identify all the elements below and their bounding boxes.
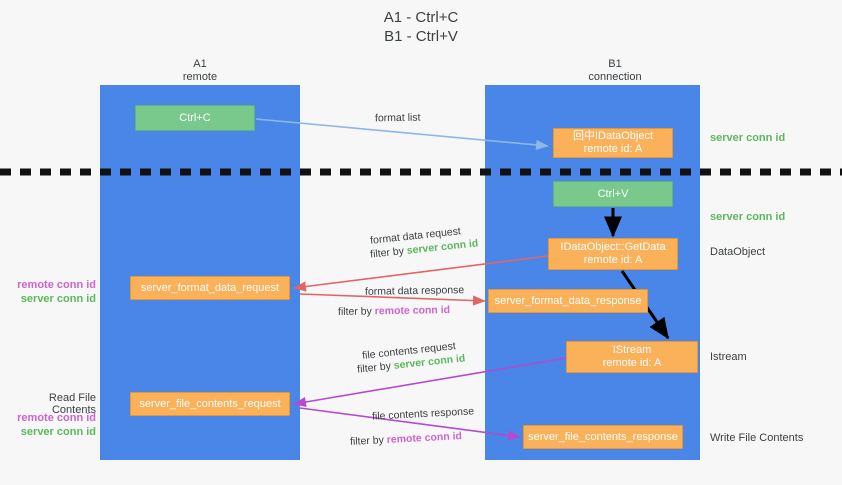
left-label-read-file-contents: Read File Contents	[48, 392, 96, 416]
box-server-format-data-response[interactable]: server_format_data_response	[488, 289, 648, 313]
box-server-format-data-request[interactable]: server_format_data_request	[130, 276, 290, 300]
left-label-remote-conn-id-2: remote conn id	[17, 412, 96, 424]
caption-format-data-response: format data response	[364, 284, 465, 298]
left-label-server-conn-id-1: server conn id	[20, 293, 96, 305]
right-label-server-conn-id-mid: server conn id	[710, 211, 786, 223]
box-server-file-contents-response[interactable]: server_file_contents_response	[523, 425, 683, 449]
box-server-file-contents-request-label: server_file_contents_request	[139, 397, 281, 410]
left-label-server-conn-id-2: server conn id	[20, 426, 96, 438]
box-ctrl-c[interactable]: Ctrl+C	[135, 105, 255, 131]
column-header-a1-subtitle: remote	[182, 71, 218, 83]
page-title: A1 - Ctrl+C B1 - Ctrl+V	[0, 8, 842, 46]
title-line-1: A1 - Ctrl+C	[383, 9, 459, 26]
caption-format-data-response-filter: filter by remote conn id	[338, 304, 450, 319]
caption-filter-by-text-2: filter by	[337, 305, 375, 318]
box-idataobject-getdata[interactable]: IDataObject::GetData remote id: A	[548, 238, 678, 270]
column-header-b1-title: B1	[608, 58, 622, 70]
box-getdata-label: IDataObject::GetData	[560, 241, 666, 253]
column-header-a1-title: A1	[193, 58, 207, 70]
right-label-server-conn-id-top: server conn id	[710, 132, 786, 144]
box-server-file-contents-response-label: server_file_contents_response	[528, 430, 678, 443]
box-istream-label: IStream	[612, 344, 652, 356]
box-ctrl-c-label: Ctrl+C	[179, 111, 211, 124]
box-idataobject-label: 回中IDataObject	[572, 130, 654, 142]
left-label-remote-conn-id-1: remote conn id	[17, 279, 96, 291]
box-getdata-remote-id: remote id: A	[583, 254, 643, 266]
title-line-2: B1 - Ctrl+V	[384, 28, 458, 45]
caption-file-contents-response-filter: filter by remote conn id	[350, 430, 463, 449]
box-server-format-data-request-label: server_format_data_request	[140, 281, 280, 294]
caption-remote-conn-id-2: remote conn id	[386, 430, 463, 446]
caption-format-list: format list	[374, 111, 421, 125]
caption-filter-by-text-4: filter by	[349, 434, 388, 448]
caption-file-contents-response: file contents response	[371, 405, 475, 423]
caption-filter-by-text-3: filter by	[356, 359, 395, 376]
box-server-file-contents-request[interactable]: server_file_contents_request	[130, 392, 290, 416]
box-ctrl-v[interactable]: Ctrl+V	[553, 181, 673, 207]
box-idataobject-remote-id: remote id: A	[583, 143, 643, 155]
left-label-conn-ids-1: remote conn id server conn id	[8, 278, 96, 306]
right-label-istream: Istream	[710, 351, 747, 363]
column-header-b1: B1 connection	[545, 58, 685, 84]
box-idataobject[interactable]: 回中IDataObject remote id: A	[553, 128, 673, 158]
box-istream-remote-id: remote id: A	[602, 357, 662, 369]
column-header-b1-subtitle: connection	[588, 71, 642, 83]
box-server-format-data-response-label: server_format_data_response	[494, 294, 642, 307]
caption-remote-conn-id-1: remote conn id	[374, 304, 451, 318]
right-label-dataobject: DataObject	[710, 246, 766, 258]
box-ctrl-v-label: Ctrl+V	[597, 187, 629, 200]
right-label-write-file-contents: Write File Contents	[710, 432, 804, 444]
box-istream[interactable]: IStream remote id: A	[566, 341, 698, 373]
caption-filter-by-text-1: filter by	[369, 244, 408, 261]
column-header-a1: A1 remote	[140, 58, 260, 84]
left-label-conn-ids-2: remote conn id server conn id	[8, 411, 96, 439]
